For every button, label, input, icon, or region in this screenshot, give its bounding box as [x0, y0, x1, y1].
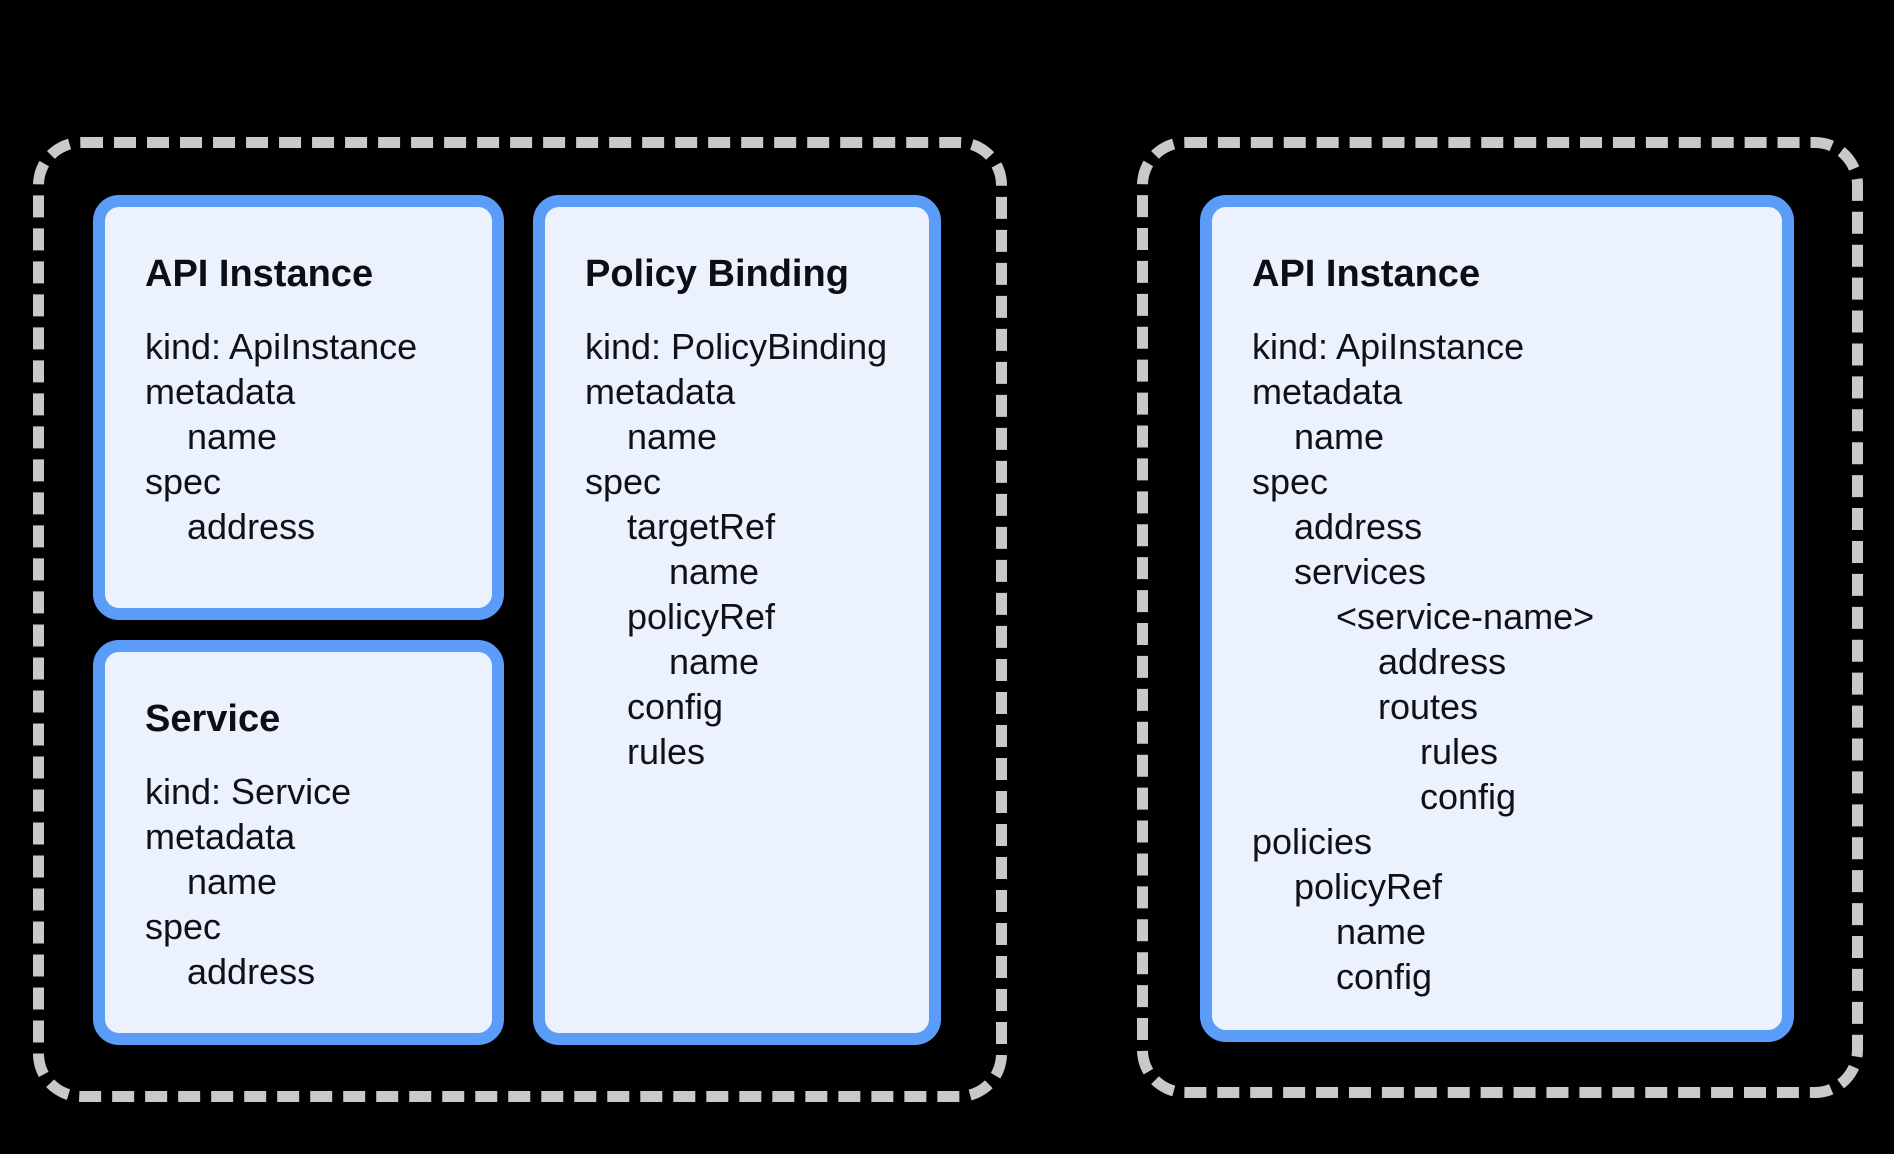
card-service: Service kind: Service metadata name spec… — [93, 640, 504, 1045]
yaml-line: kind: ApiInstance — [1252, 326, 1525, 367]
yaml-line: config — [1420, 776, 1517, 817]
yaml-line: metadata — [145, 816, 296, 857]
yaml-line: name — [627, 416, 718, 457]
yaml-line: metadata — [585, 371, 736, 412]
yaml-line: metadata — [145, 371, 296, 412]
card-title: Policy Binding — [585, 253, 849, 295]
card-policy-binding: Policy Binding kind: PolicyBinding metad… — [533, 195, 941, 1045]
yaml-line: config — [1336, 956, 1433, 997]
yaml-line: config — [627, 686, 724, 727]
yaml-line: policyRef — [1294, 866, 1443, 907]
yaml-line: spec — [1252, 461, 1329, 502]
yaml-line: name — [669, 641, 760, 682]
yaml-line: spec — [585, 461, 662, 502]
yaml-line: spec — [145, 906, 222, 947]
yaml-line: metadata — [1252, 371, 1403, 412]
yaml-line: rules — [627, 731, 706, 772]
yaml-line: <service-name> — [1336, 596, 1595, 637]
resource-group-right — [1137, 137, 1863, 1098]
yaml-line: kind: Service — [145, 771, 352, 812]
yaml-line: address — [187, 951, 316, 992]
yaml-line: address — [187, 506, 316, 547]
yaml-line: policies — [1252, 821, 1373, 862]
yaml-line: name — [669, 551, 760, 592]
yaml-line: spec — [145, 461, 222, 502]
yaml-line: policyRef — [627, 596, 776, 637]
yaml-line: address — [1294, 506, 1423, 547]
card-title: API Instance — [1252, 253, 1481, 295]
card-title: API Instance — [145, 253, 374, 295]
yaml-line: rules — [1420, 731, 1499, 772]
yaml-line: kind: ApiInstance — [145, 326, 418, 367]
yaml-line: services — [1294, 551, 1427, 592]
yaml-line: name — [1294, 416, 1385, 457]
card-title: Service — [145, 698, 281, 740]
yaml-line: name — [1336, 911, 1427, 952]
yaml-line: name — [187, 861, 278, 902]
card-api-instance-left: API Instance kind: ApiInstance metadata … — [93, 195, 504, 620]
resource-group-left — [33, 137, 1007, 1102]
card-api-instance-right: API Instance kind: ApiInstance metadata … — [1200, 195, 1794, 1042]
yaml-line: routes — [1378, 686, 1479, 727]
yaml-line: kind: PolicyBinding — [585, 326, 888, 367]
yaml-line: name — [187, 416, 278, 457]
yaml-line: address — [1378, 641, 1507, 682]
yaml-line: targetRef — [627, 506, 776, 547]
